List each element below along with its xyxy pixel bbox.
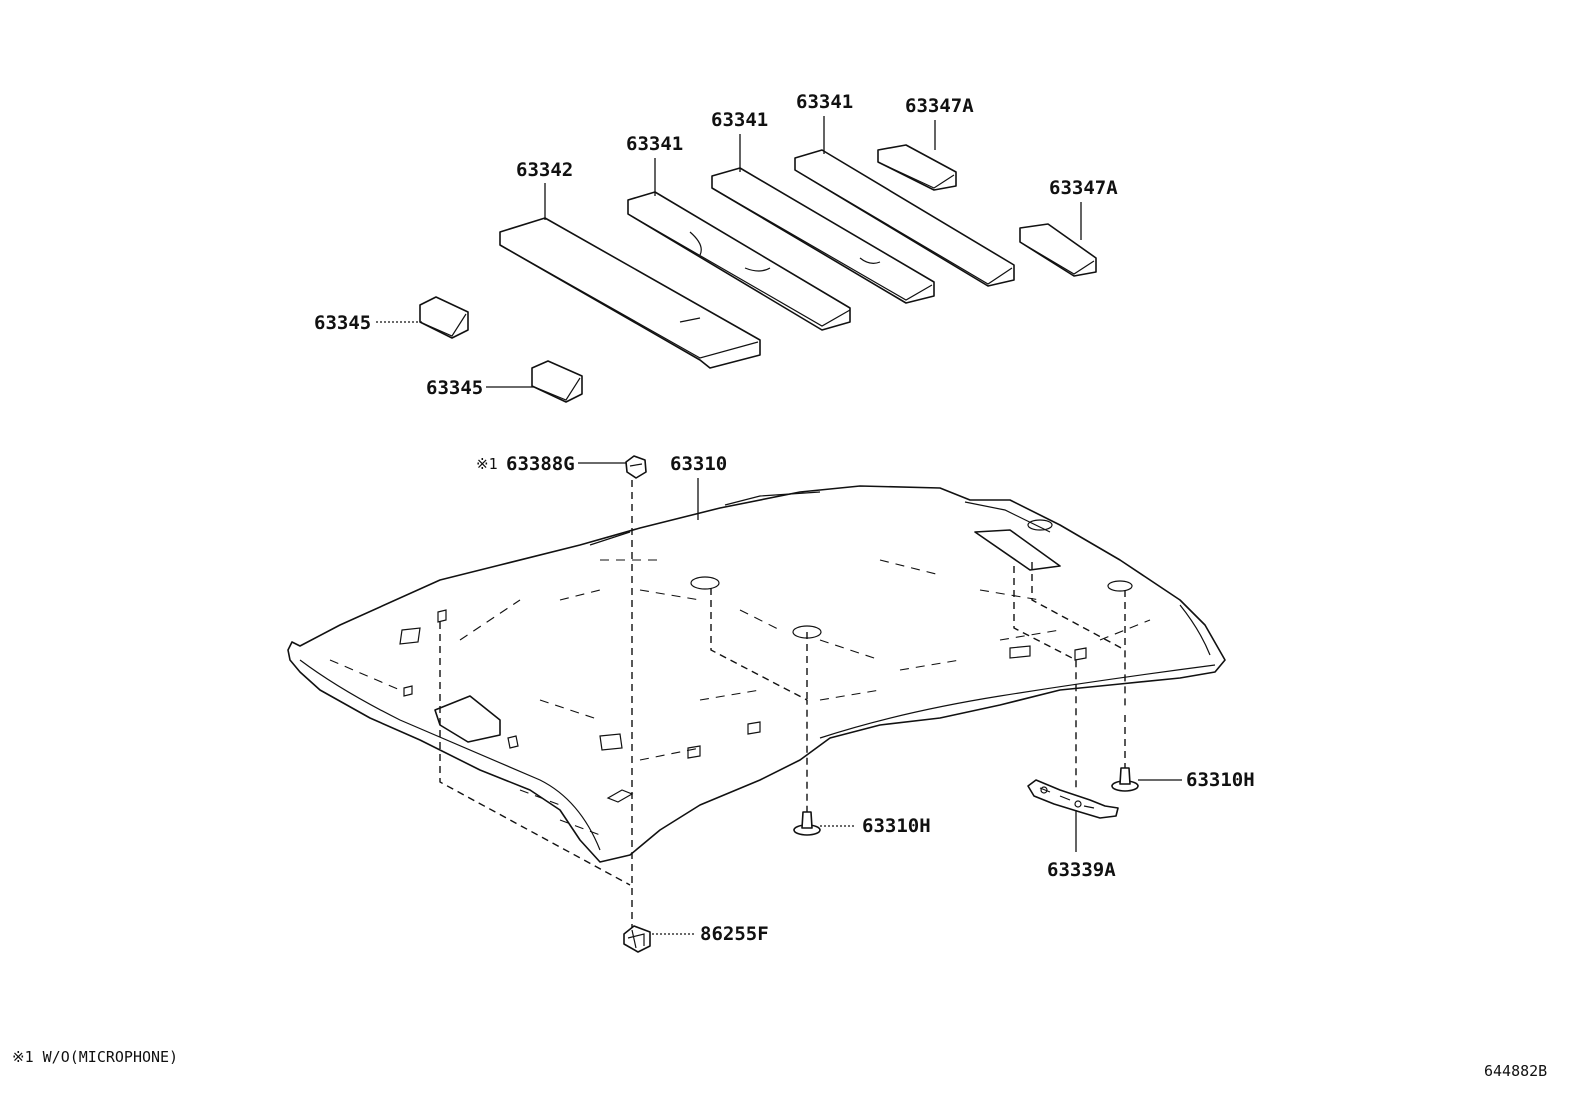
clip-63310H-center xyxy=(793,811,821,836)
label-63341-3: 63341 xyxy=(796,91,853,113)
label-63310H-center: 63310H xyxy=(862,815,931,837)
footnote: ※1 W/O(MICROPHONE) xyxy=(12,1048,178,1066)
clip-86255F xyxy=(623,925,651,953)
clip-63388G xyxy=(625,455,647,479)
label-63341-2: 63341 xyxy=(711,109,768,131)
label-63310H-rear: 63310H xyxy=(1186,769,1255,791)
label-86255F: 86255F xyxy=(700,923,769,945)
mount-line-center xyxy=(710,588,808,820)
label-63388G-mark: ※1 xyxy=(476,455,498,473)
mount-line-left xyxy=(439,622,631,886)
pad-63347A-2 xyxy=(1019,223,1097,277)
label-63388G: 63388G xyxy=(506,453,575,475)
pad-63347A-1 xyxy=(877,144,957,191)
pad-63345-2 xyxy=(531,360,583,403)
mount-line-rear-b xyxy=(1031,562,1126,775)
clip-63310H-rear xyxy=(1111,767,1139,792)
label-63341-1: 63341 xyxy=(626,133,683,155)
label-63339A: 63339A xyxy=(1047,859,1116,881)
label-63310: 63310 xyxy=(670,453,727,475)
pad-63341-3 xyxy=(794,149,1015,287)
pad-63342 xyxy=(499,217,761,369)
label-63345-1: 63345 xyxy=(314,312,371,334)
diagram-id: 644882B xyxy=(1484,1062,1547,1080)
pad-63345-1 xyxy=(419,296,469,339)
label-63342: 63342 xyxy=(516,159,573,181)
mount-line-rear-a xyxy=(1013,566,1077,790)
label-63345-2: 63345 xyxy=(426,377,483,399)
label-63347A-2: 63347A xyxy=(1049,177,1118,199)
label-63347A-1: 63347A xyxy=(905,95,974,117)
bracket-63339A xyxy=(1027,779,1119,819)
